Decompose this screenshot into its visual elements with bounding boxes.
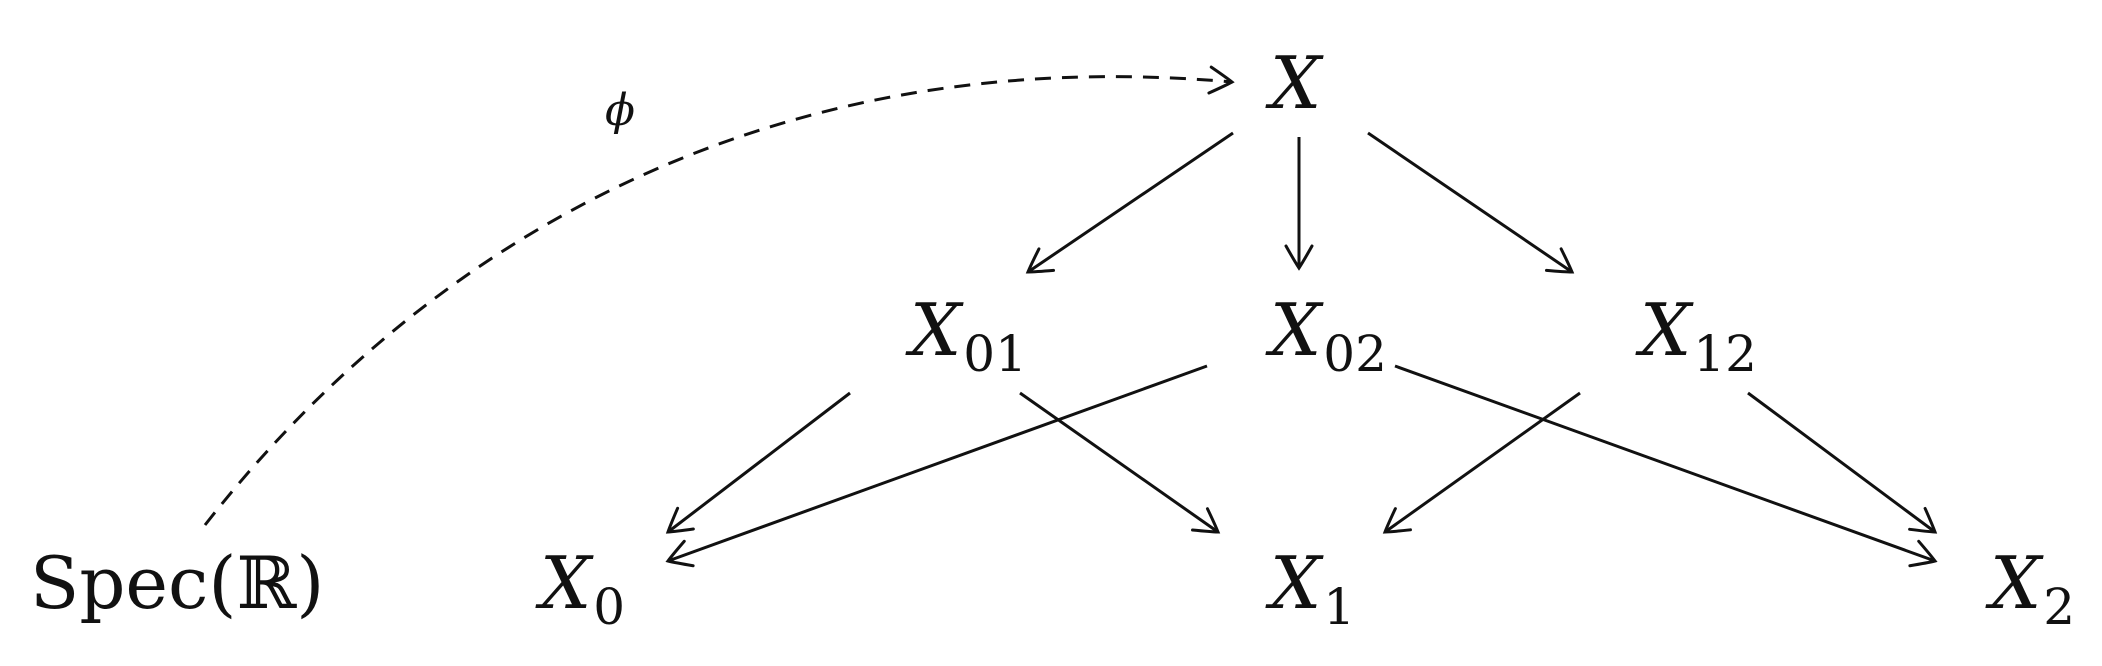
node-x0-label: X0 — [535, 541, 625, 636]
node-x02: X02 — [1265, 288, 1387, 383]
arrowhead — [1908, 539, 1938, 568]
edge-x01-to-x1 — [1019, 391, 1221, 534]
arrow-line — [1019, 391, 1219, 534]
node-x1-label: X1 — [1265, 541, 1355, 636]
dashed-arrow-phi — [203, 75, 1233, 526]
edge-x-to-x02 — [1284, 137, 1314, 271]
arrowhead — [665, 539, 695, 568]
edge-x12-to-x2 — [1747, 391, 1938, 534]
node-x1: X1 — [1265, 541, 1355, 636]
node-spec-label: Spec(ℝ) — [30, 541, 324, 625]
edge-x02-to-x2 — [1394, 364, 1938, 568]
arrowhead — [1545, 247, 1575, 274]
edge-spec-to-x: ϕ — [203, 65, 1235, 526]
node-x-label: X — [1265, 41, 1324, 125]
arrow-line — [667, 364, 1208, 563]
edges: ϕ — [203, 65, 1938, 568]
arrow-line — [1394, 364, 1936, 563]
arrow-line — [667, 391, 851, 534]
edge-x01-to-x0 — [665, 391, 851, 534]
node-x2: X2 — [1985, 541, 2075, 636]
edge-x02-to-x0 — [665, 364, 1208, 568]
arrowhead — [1207, 65, 1235, 95]
arrowhead — [1191, 507, 1221, 534]
node-spec: Spec(ℝ) — [30, 541, 324, 625]
arrow-line — [1367, 131, 1573, 274]
node-x2-label: X2 — [1985, 541, 2075, 636]
arrowhead — [665, 506, 695, 534]
edge-x12-to-x1 — [1382, 391, 1581, 534]
arrow-line — [1384, 391, 1581, 534]
node-x: X — [1265, 41, 1324, 125]
arrowhead — [1382, 507, 1412, 534]
arrowhead — [1284, 244, 1314, 271]
node-x12-label: X12 — [1635, 288, 1757, 383]
arrowhead — [1908, 506, 1938, 534]
node-x0: X0 — [535, 541, 625, 636]
arrow-line — [1027, 131, 1234, 274]
node-x12: X12 — [1635, 288, 1757, 383]
arrow-line — [1747, 391, 1936, 534]
node-x02-label: X02 — [1265, 288, 1387, 383]
edge-x-to-x12 — [1367, 131, 1575, 274]
node-x01-label: X01 — [905, 288, 1027, 383]
node-x01: X01 — [905, 288, 1027, 383]
edge-label-phi: ϕ — [605, 85, 635, 136]
edge-x-to-x01 — [1025, 131, 1234, 274]
arrowhead — [1025, 247, 1055, 274]
